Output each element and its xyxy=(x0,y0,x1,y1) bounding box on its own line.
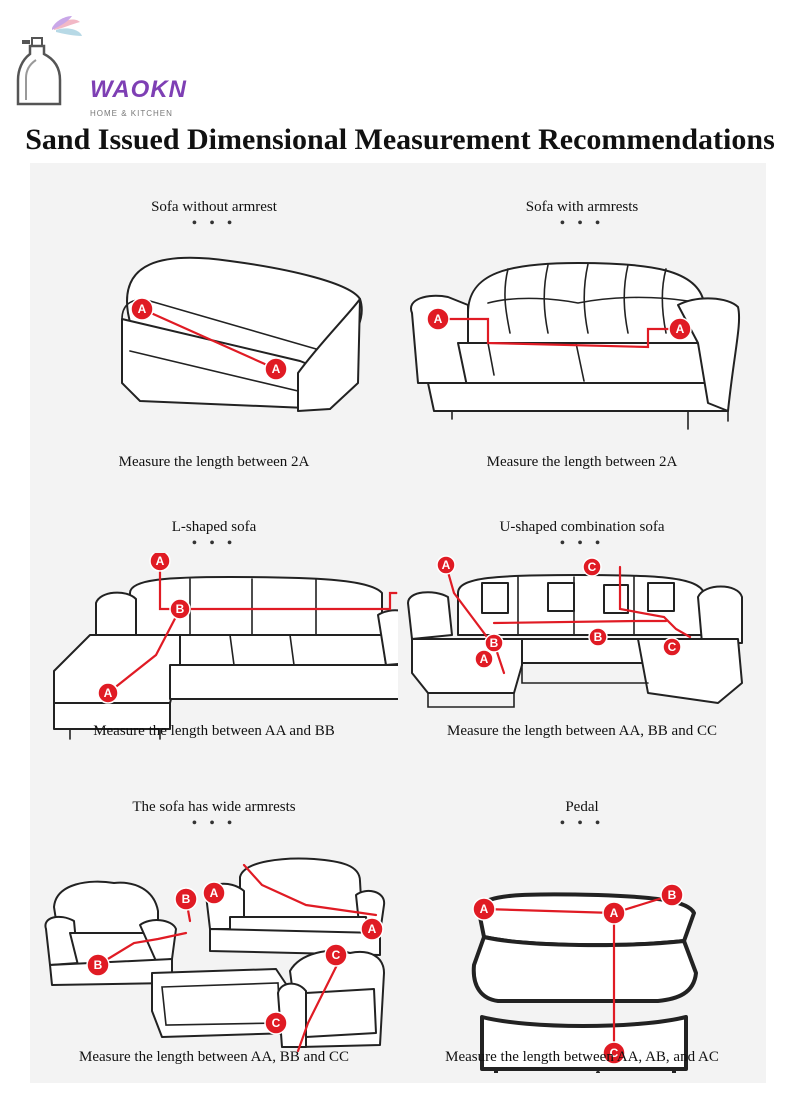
brand-tagline: HOME & KITCHEN xyxy=(90,109,173,118)
marker-b-icon: B xyxy=(174,887,198,911)
section-title: U-shaped combination sofa xyxy=(499,519,665,535)
marker-b-icon: B xyxy=(86,953,110,977)
section-dots: • • • xyxy=(191,215,237,232)
section-dots: • • • xyxy=(191,535,237,552)
marker-a-icon: A xyxy=(264,357,288,381)
section-title: Sofa without armrest xyxy=(151,199,277,215)
section-title: Pedal xyxy=(565,799,599,815)
wide-armrests-sofa-set-illustration: B B A A C C xyxy=(44,857,386,1053)
section-title: Sofa with armrests xyxy=(525,199,639,215)
svg-text:C: C xyxy=(588,560,597,574)
u-shaped-sofa-illustration: A A B B C C xyxy=(407,555,743,708)
section-caption: Measure the length between AA, BB and CC xyxy=(79,1049,349,1065)
svg-text:A: A xyxy=(434,312,443,326)
measurement-panel: Sofa without armrest • • • A A Measure t… xyxy=(30,163,766,1083)
section-dots: • • • xyxy=(559,815,605,832)
section-wide-armrests-sofa: The sofa has wide armrests • • • B B A xyxy=(30,763,398,1065)
section-caption: Measure the length between AA, AB, and A… xyxy=(445,1049,719,1065)
section-caption: Measure the length between AA, BB and CC xyxy=(447,723,717,739)
section-u-shaped-sofa: U-shaped combination sofa • • • A A B B … xyxy=(398,483,766,783)
marker-a-icon: A xyxy=(97,682,119,704)
section-dots: • • • xyxy=(559,215,605,232)
section-dots: • • • xyxy=(559,535,605,552)
svg-text:B: B xyxy=(490,636,499,650)
marker-a-icon: A xyxy=(130,297,154,321)
svg-text:C: C xyxy=(668,640,677,654)
marker-a-icon: A xyxy=(474,649,494,669)
svg-text:A: A xyxy=(368,922,377,936)
section-title: L-shaped sofa xyxy=(171,519,257,535)
svg-text:B: B xyxy=(176,602,185,616)
marker-a-icon: A xyxy=(668,317,692,341)
brand-logo: WAOKN HOME & KITCHEN xyxy=(14,14,187,118)
page-title: Sand Issued Dimensional Measurement Reco… xyxy=(25,123,775,156)
section-caption: Measure the length between 2A xyxy=(118,454,310,470)
marker-a-icon: A xyxy=(426,307,450,331)
svg-text:A: A xyxy=(156,554,165,568)
svg-text:B: B xyxy=(668,888,677,902)
marker-a-icon: A xyxy=(602,901,626,925)
marker-b-icon: B xyxy=(660,883,684,907)
marker-c-icon: C xyxy=(662,637,682,657)
l-shaped-sofa-illustration: A A B B xyxy=(53,553,398,740)
marker-c-icon: C xyxy=(582,557,602,577)
section-pedal: Pedal • • • A A B C Measure the length b… xyxy=(398,763,766,1073)
marker-c-icon: C xyxy=(324,943,348,967)
section-caption: Measure the length between 2A xyxy=(486,454,678,470)
armless-sofa-illustration: A A xyxy=(121,256,363,412)
section-sofa-without-armrest: Sofa without armrest • • • A A Measure t… xyxy=(30,163,398,470)
svg-text:A: A xyxy=(442,558,451,572)
svg-text:A: A xyxy=(480,652,489,666)
svg-text:A: A xyxy=(480,902,489,916)
svg-text:A: A xyxy=(676,322,685,336)
bottle-logo-icon xyxy=(16,16,82,106)
section-title: The sofa has wide armrests xyxy=(132,799,296,815)
svg-text:A: A xyxy=(272,362,281,376)
marker-b-icon: B xyxy=(588,627,608,647)
svg-text:A: A xyxy=(610,906,619,920)
marker-a-icon: A xyxy=(472,897,496,921)
section-sofa-with-armrests: Sofa with armrests • • • A A Measure the… xyxy=(398,163,766,470)
marker-a-icon: A xyxy=(436,555,456,575)
marker-b-icon: B xyxy=(484,633,504,653)
section-l-shaped-sofa: L-shaped sofa • • • A A B B Measure the … xyxy=(30,483,398,783)
svg-text:A: A xyxy=(104,686,113,700)
ottoman-illustration: A A B C xyxy=(471,883,698,1073)
svg-text:B: B xyxy=(182,892,191,906)
section-dots: • • • xyxy=(191,815,237,832)
marker-a-icon: A xyxy=(149,553,171,572)
svg-text:C: C xyxy=(272,1016,281,1030)
marker-c-icon: C xyxy=(602,1041,626,1065)
svg-text:A: A xyxy=(138,302,147,316)
marker-c-icon: C xyxy=(264,1011,288,1035)
svg-text:C: C xyxy=(610,1046,619,1060)
section-caption: Measure the length between AA and BB xyxy=(93,723,335,739)
marker-b-icon: B xyxy=(169,598,191,620)
svg-text:B: B xyxy=(94,958,103,972)
marker-a-icon: A xyxy=(202,881,226,905)
brand-name: WAOKN xyxy=(90,76,187,103)
armrest-sofa-illustration: A A xyxy=(410,262,741,430)
svg-text:B: B xyxy=(594,630,603,644)
svg-text:A: A xyxy=(210,886,219,900)
marker-a-icon: A xyxy=(360,917,384,941)
svg-text:C: C xyxy=(332,948,341,962)
